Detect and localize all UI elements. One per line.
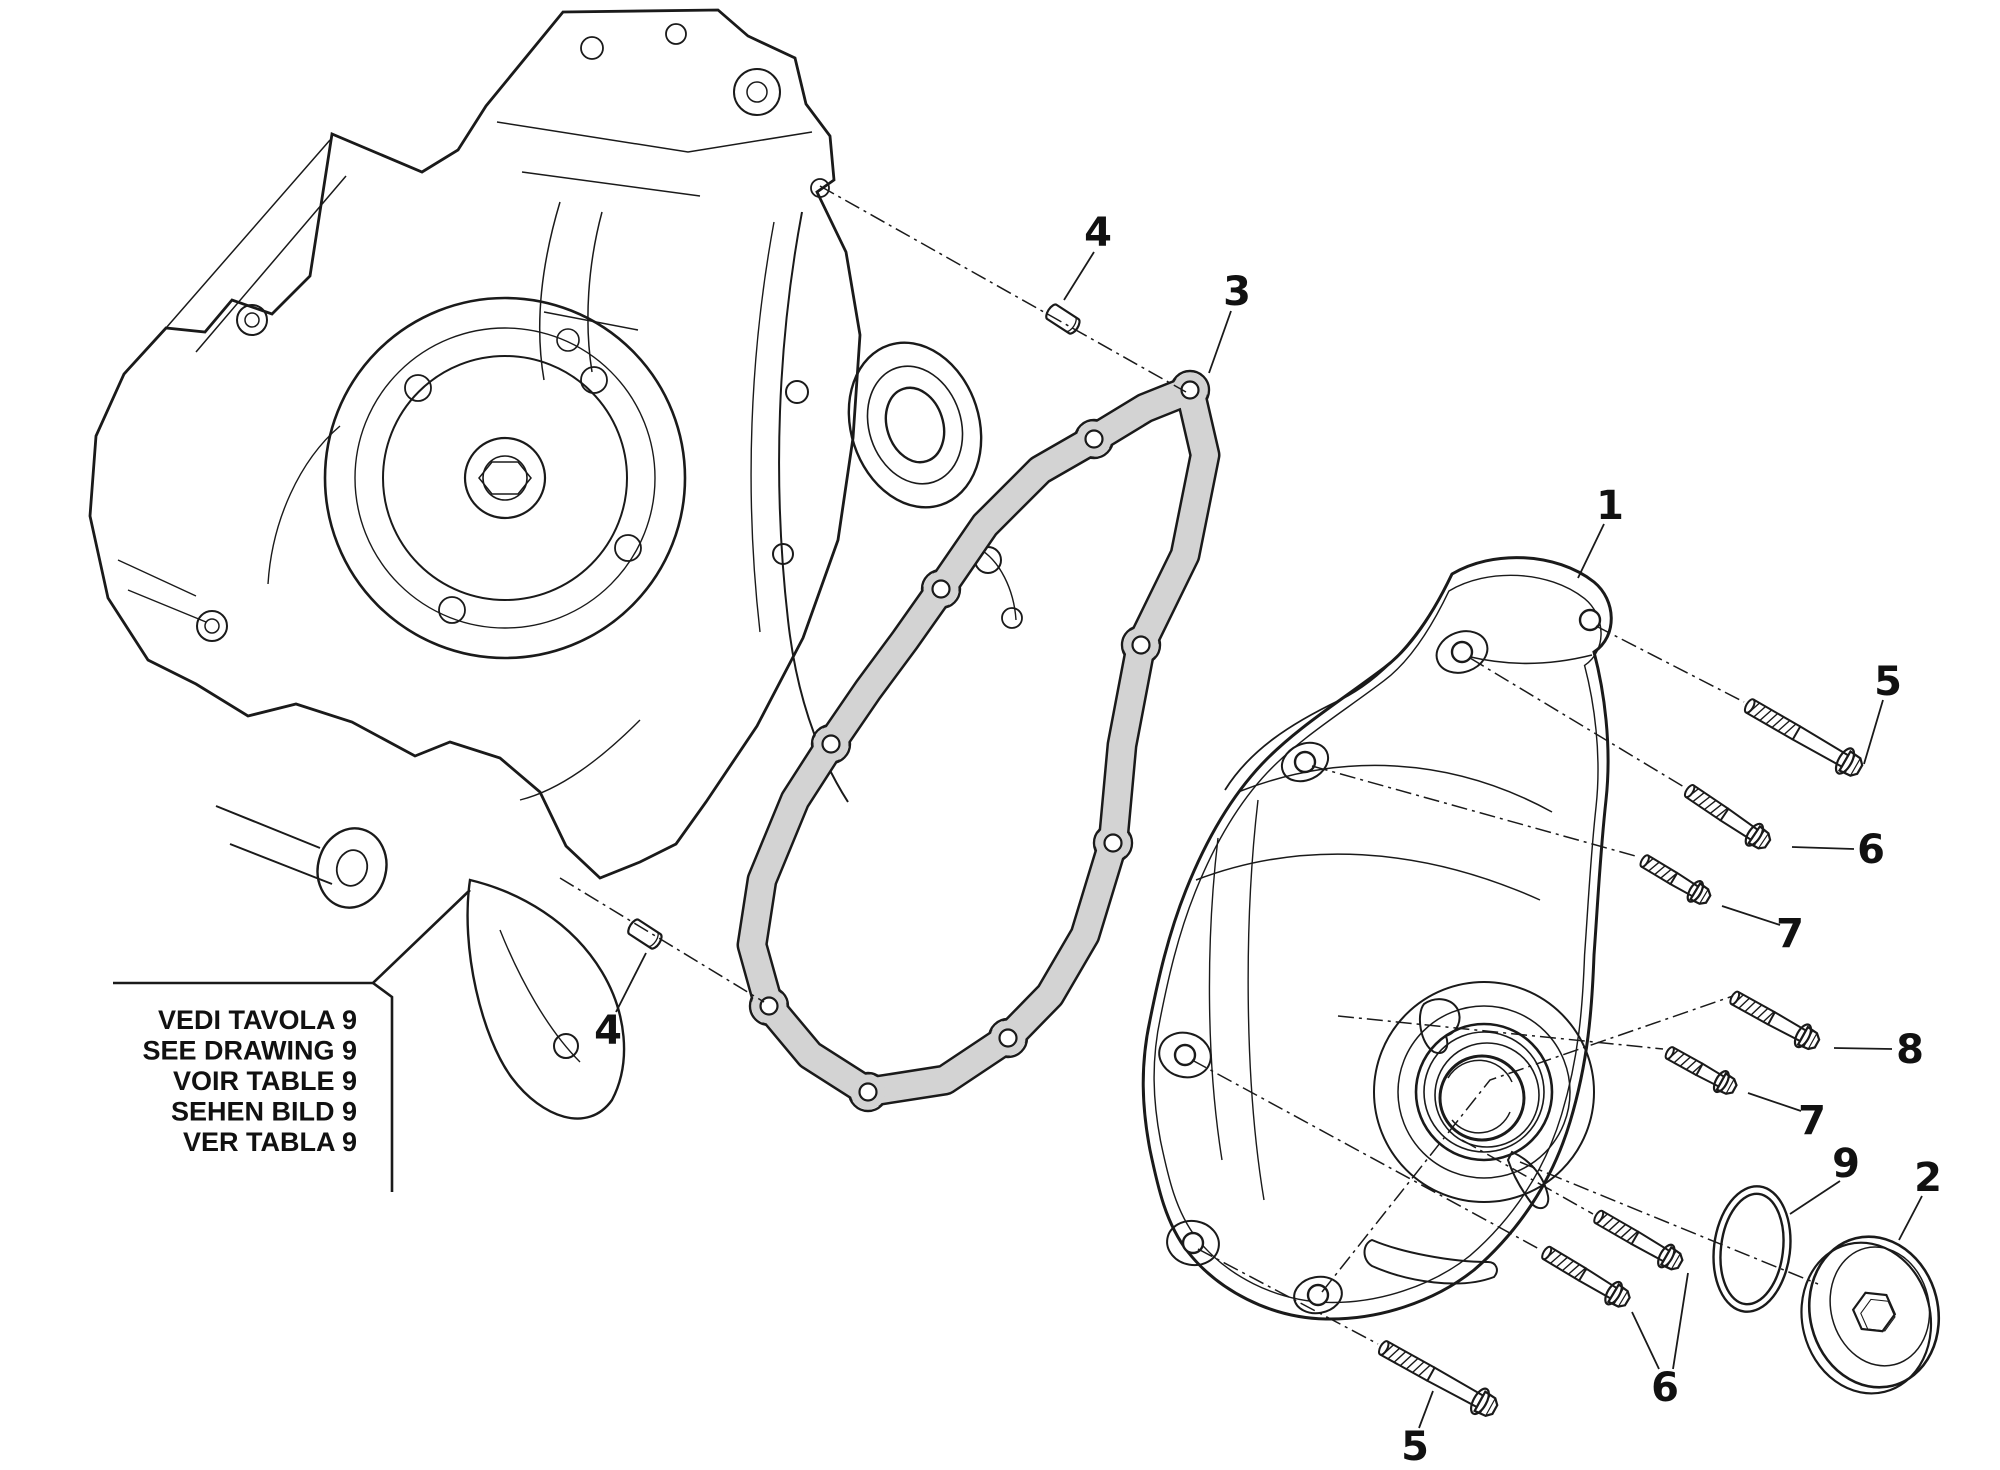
alternator-boss bbox=[1373, 981, 1595, 1203]
note-line-fr: VOIR TABLE 9 bbox=[173, 1066, 357, 1096]
callout-8-bolt: 8 bbox=[1896, 1027, 1924, 1073]
callout-2-oil-plug: 2 bbox=[1914, 1155, 1942, 1201]
clutch-cavity bbox=[323, 296, 687, 660]
callout-3-gasket: 3 bbox=[1223, 269, 1251, 315]
crankcase-silhouette bbox=[88, 8, 862, 880]
bolt-5-top bbox=[1738, 691, 1868, 783]
bolt-6-top bbox=[1678, 777, 1776, 856]
callout-4-dowel-top: 4 bbox=[1084, 210, 1112, 256]
callout-6-bolts-bottom: 6 bbox=[1651, 1365, 1679, 1411]
cover-gasket bbox=[736, 369, 1221, 1113]
leader-lines bbox=[615, 251, 1923, 1429]
callout-5-bolt-top: 5 bbox=[1874, 659, 1902, 705]
lower-rear-mount bbox=[466, 878, 626, 1120]
note-leader-line bbox=[113, 889, 471, 985]
crank-bearing-rings bbox=[847, 341, 983, 509]
note-corner-rule bbox=[372, 981, 394, 1192]
o-ring bbox=[1712, 1185, 1792, 1313]
callout-6-bolt-top: 6 bbox=[1857, 827, 1885, 873]
bolt-6-bottom-right bbox=[1588, 1203, 1688, 1276]
oil-plug bbox=[1800, 1235, 1941, 1395]
note-box: VEDI TAVOLA 9 SEE DRAWING 9 VOIR TABLE 9… bbox=[113, 889, 471, 1192]
callout-7-bolt-upper: 7 bbox=[1776, 911, 1804, 957]
callout-7-bolt-lower: 7 bbox=[1798, 1098, 1826, 1144]
centerlines bbox=[559, 185, 1819, 1345]
note-line-en: SEE DRAWING 9 bbox=[142, 1036, 357, 1066]
callout-1-cover: 1 bbox=[1596, 483, 1624, 529]
bolt-5-bottom bbox=[1372, 1332, 1503, 1423]
bolt-6-bottom-left bbox=[1536, 1239, 1635, 1314]
bolt-7-lower bbox=[1660, 1040, 1742, 1101]
dowel-pin-bottom bbox=[624, 916, 665, 952]
hex-socket bbox=[1851, 1291, 1897, 1333]
note-line-it: VEDI TAVOLA 9 bbox=[158, 1005, 357, 1035]
dowel-pin-top bbox=[1042, 301, 1083, 337]
crankcase-assembly bbox=[88, 8, 1023, 1120]
callout-9-o-ring: 9 bbox=[1832, 1141, 1860, 1187]
callout-5-bolt-bottom: 5 bbox=[1401, 1424, 1429, 1470]
callouts: 1 2 3 4 4 5 5 6 6 7 7 8 9 bbox=[594, 210, 1942, 1470]
cover-bolt-holes bbox=[1173, 608, 1602, 1307]
generator-cover bbox=[1141, 556, 1613, 1321]
callout-4-dowel-bottom: 4 bbox=[594, 1008, 622, 1054]
note-line-es: VER TABLA 9 bbox=[183, 1127, 357, 1157]
bolt-8 bbox=[1724, 984, 1825, 1056]
note-line-de: SEHEN BILD 9 bbox=[171, 1097, 357, 1127]
bolt-7-upper bbox=[1635, 848, 1716, 911]
